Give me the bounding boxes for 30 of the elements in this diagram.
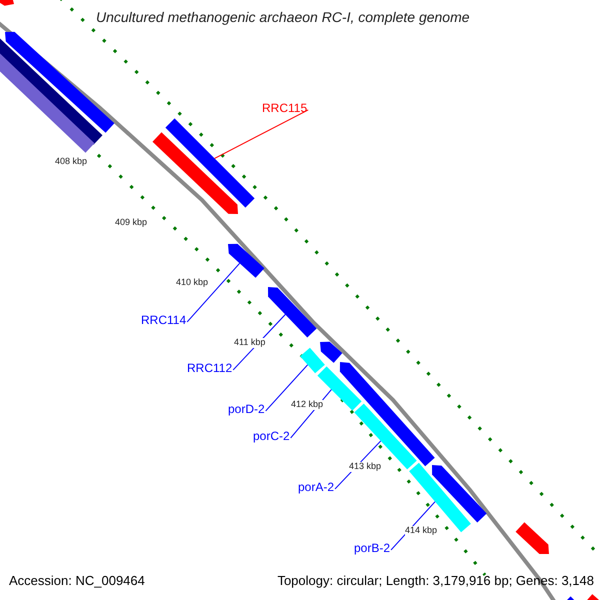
gene-label: porB-2 (354, 542, 390, 556)
position-label: 413 kbp (349, 462, 382, 472)
map-info: Topology: circular; Length: 3,179,916 bp; Genes: 3,148 (277, 574, 594, 588)
gene-feature (300, 348, 325, 374)
position-label: 411 kbp (234, 338, 266, 348)
map-info: Accession: NC_009464 (9, 574, 145, 588)
position-label: 408 kbp (55, 157, 88, 167)
gene-label: porA-2 (298, 481, 334, 494)
position-label: 410 kbp (176, 278, 208, 288)
position-label: 409 kbp (115, 218, 148, 228)
gene-label: porC-2 (253, 430, 290, 444)
gene-feature (320, 342, 342, 363)
gene-label: RRC112 (187, 362, 232, 376)
position-label: 414 kbp (405, 526, 438, 536)
gene-label: RRC114 (141, 314, 186, 328)
gene-feature (228, 244, 264, 278)
position-label: 412 kbp (291, 400, 324, 410)
leader-line (186, 262, 240, 322)
leader-line (214, 109, 309, 159)
gene-feature (432, 465, 487, 522)
gene-feature (516, 522, 549, 554)
leader-line (265, 364, 308, 412)
gene-feature (152, 132, 238, 214)
gene-label: porD-2 (228, 403, 265, 416)
gene-feature (268, 287, 317, 338)
gene-feature (5, 32, 114, 133)
gene-label: RRC115 (262, 102, 308, 116)
gene-feature (165, 118, 255, 208)
map-title: Uncultured methanogenic archaeon RC-I, complete genome (96, 10, 470, 26)
gene-feature (0, 0, 14, 6)
